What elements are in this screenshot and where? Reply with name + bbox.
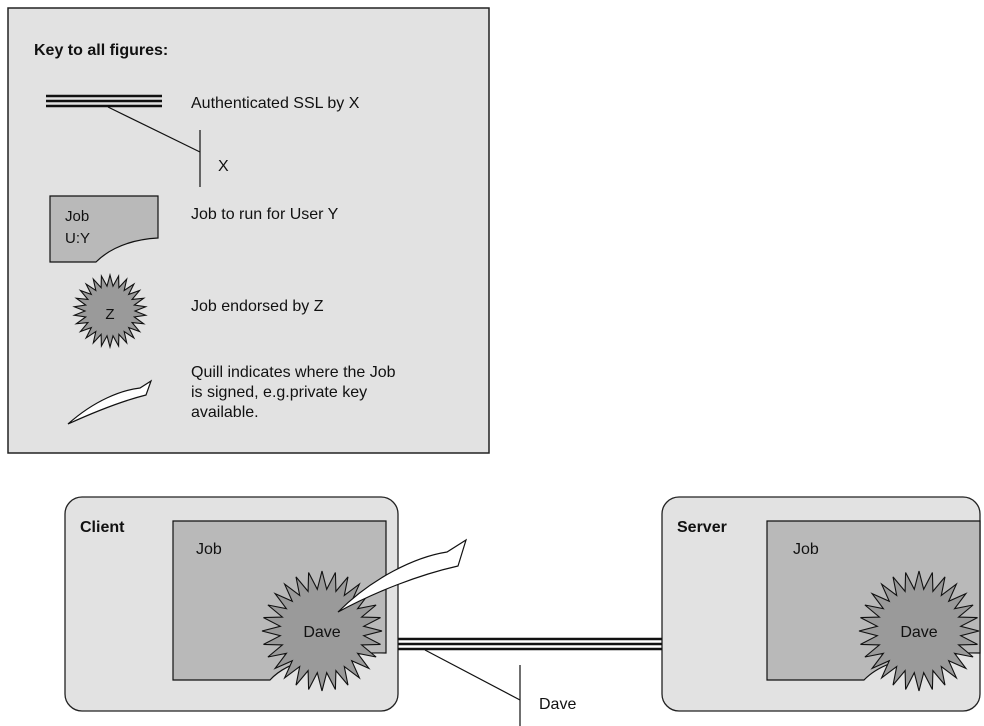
key-quill-label-line2: is signed, e.g.private key [191, 384, 367, 401]
client-endorser-label: Dave [303, 624, 340, 641]
key-panel: Key to all figures: Authenticated SSL by… [7, 7, 490, 454]
key-job-label: Job to run for User Y [191, 206, 339, 223]
key-job-text-line1: Job [65, 208, 89, 225]
key-quill-label-line1: Quill indicates where the Job [191, 364, 396, 381]
endorsement-seal-icon [72, 272, 148, 350]
client-label: Client [80, 519, 125, 536]
client-job-label: Job [196, 541, 222, 558]
server-box: Server Job Dave [661, 496, 981, 712]
server-label: Server [677, 519, 727, 536]
job-document-icon [49, 195, 159, 263]
client-quill-icon [337, 538, 468, 613]
key-job-text-line2: U:Y [65, 230, 90, 247]
server-endorsement-seal [858, 570, 980, 692]
key-ssl-label: Authenticated SSL by X [191, 95, 360, 112]
ssl-connection [398, 637, 662, 726]
quill-icon [67, 379, 153, 425]
key-endorse-label: Job endorsed by Z [191, 298, 324, 315]
key-title: Key to all figures: [34, 42, 168, 59]
client-endorsement-seal [261, 570, 383, 692]
ssl-symbol [46, 94, 201, 187]
client-box: Client Job Dave [64, 496, 468, 712]
ssl-party-label: Dave [539, 696, 576, 713]
key-endorse-letter: Z [105, 306, 114, 323]
server-job-label: Job [793, 541, 819, 558]
key-ssl-party: X [218, 158, 229, 175]
key-quill-label-line3: available. [191, 404, 259, 421]
server-endorser-label: Dave [900, 624, 937, 641]
